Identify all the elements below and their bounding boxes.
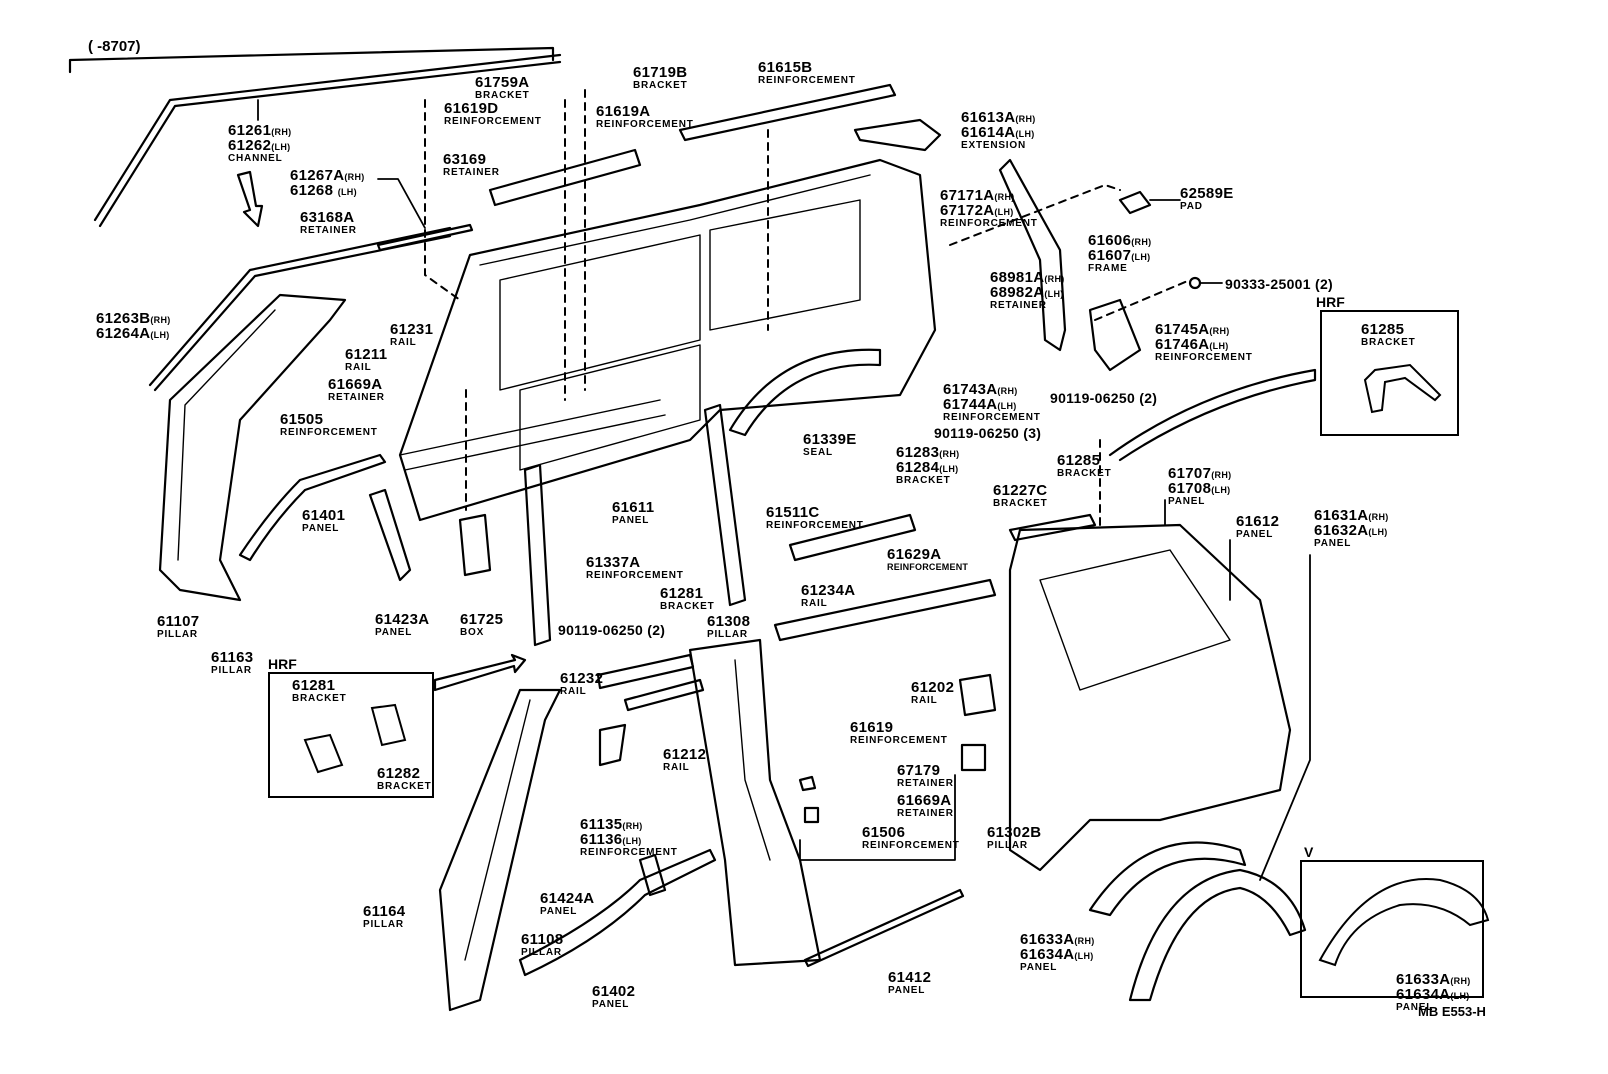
inset-hrf-61281: [268, 672, 434, 798]
part-label-61631A: 61631A(RH) 61632A(LH) PANEL: [1314, 507, 1389, 549]
inset-title-v: V: [1304, 844, 1314, 860]
part-label-90119-06250-2-left: 90119-06250 (2): [558, 622, 666, 638]
part-label-67171A: 67171A(RH) 67172A(LH) REINFORCEMENT: [940, 187, 1038, 229]
part-label-61267A: 61267A(RH) 61268 (LH): [290, 167, 365, 199]
part-label-61743A: 61743A(RH) 61744A(LH) REINFORCEMENT: [943, 381, 1041, 423]
part-label-61606: 61606(RH) 61607(LH) FRAME: [1088, 232, 1152, 274]
part-label-61613A: 61613A(RH) 61614A(LH) EXTENSION: [961, 109, 1036, 151]
part-label-61261: 61261(RH) 61262(LH) CHANNEL: [228, 122, 292, 164]
range-label: ( -8707): [88, 38, 141, 55]
part-label-61707: 61707(RH) 61708(LH) PANEL: [1168, 465, 1232, 507]
range-bracket: [68, 46, 555, 74]
front-pillar-61107: [158, 293, 347, 602]
roof-channel: [93, 53, 562, 228]
part-label-61633A: 61633A(RH) 61634A(LH) PANEL: [1020, 931, 1095, 973]
part-label-61283: 61283(RH) 61284(LH) BRACKET: [896, 444, 960, 486]
part-label-61263B: 61263B(RH) 61264A(LH): [96, 310, 171, 342]
direction-arrow: [236, 170, 264, 228]
inset-title-hrf-1: HRF: [1316, 294, 1345, 310]
side-panel-61611: [398, 158, 937, 522]
pillar-61302B: [688, 638, 822, 967]
box-61725: [458, 513, 492, 577]
part-label-68981A: 68981A(RH) 68982A(LH) RETAINER: [990, 269, 1065, 311]
inset-title-hrf-2: HRF: [268, 656, 297, 672]
pillar-61164: [438, 688, 562, 1012]
part-label-61135: 61135(RH) 61136(LH) REINFORCEMENT: [580, 816, 678, 858]
part-label-90333-25001: 90333-25001 (2): [1225, 276, 1334, 292]
inset-hrf-61285: [1320, 310, 1459, 436]
part-label-90119-06250-2-right: 90119-06250 (2): [1050, 390, 1158, 406]
inset-label-61633A: 61633A(RH) 61634A(LH) PANEL: [1396, 971, 1471, 1013]
part-label-90119-06250-3: 90119-06250 (3): [934, 425, 1042, 441]
drawing-code: MB E553-H: [1418, 1004, 1486, 1019]
part-label-61745A: 61745A(RH) 61746A(LH) REINFORCEMENT: [1155, 321, 1253, 363]
quarter-panel-61612: [1008, 523, 1292, 872]
